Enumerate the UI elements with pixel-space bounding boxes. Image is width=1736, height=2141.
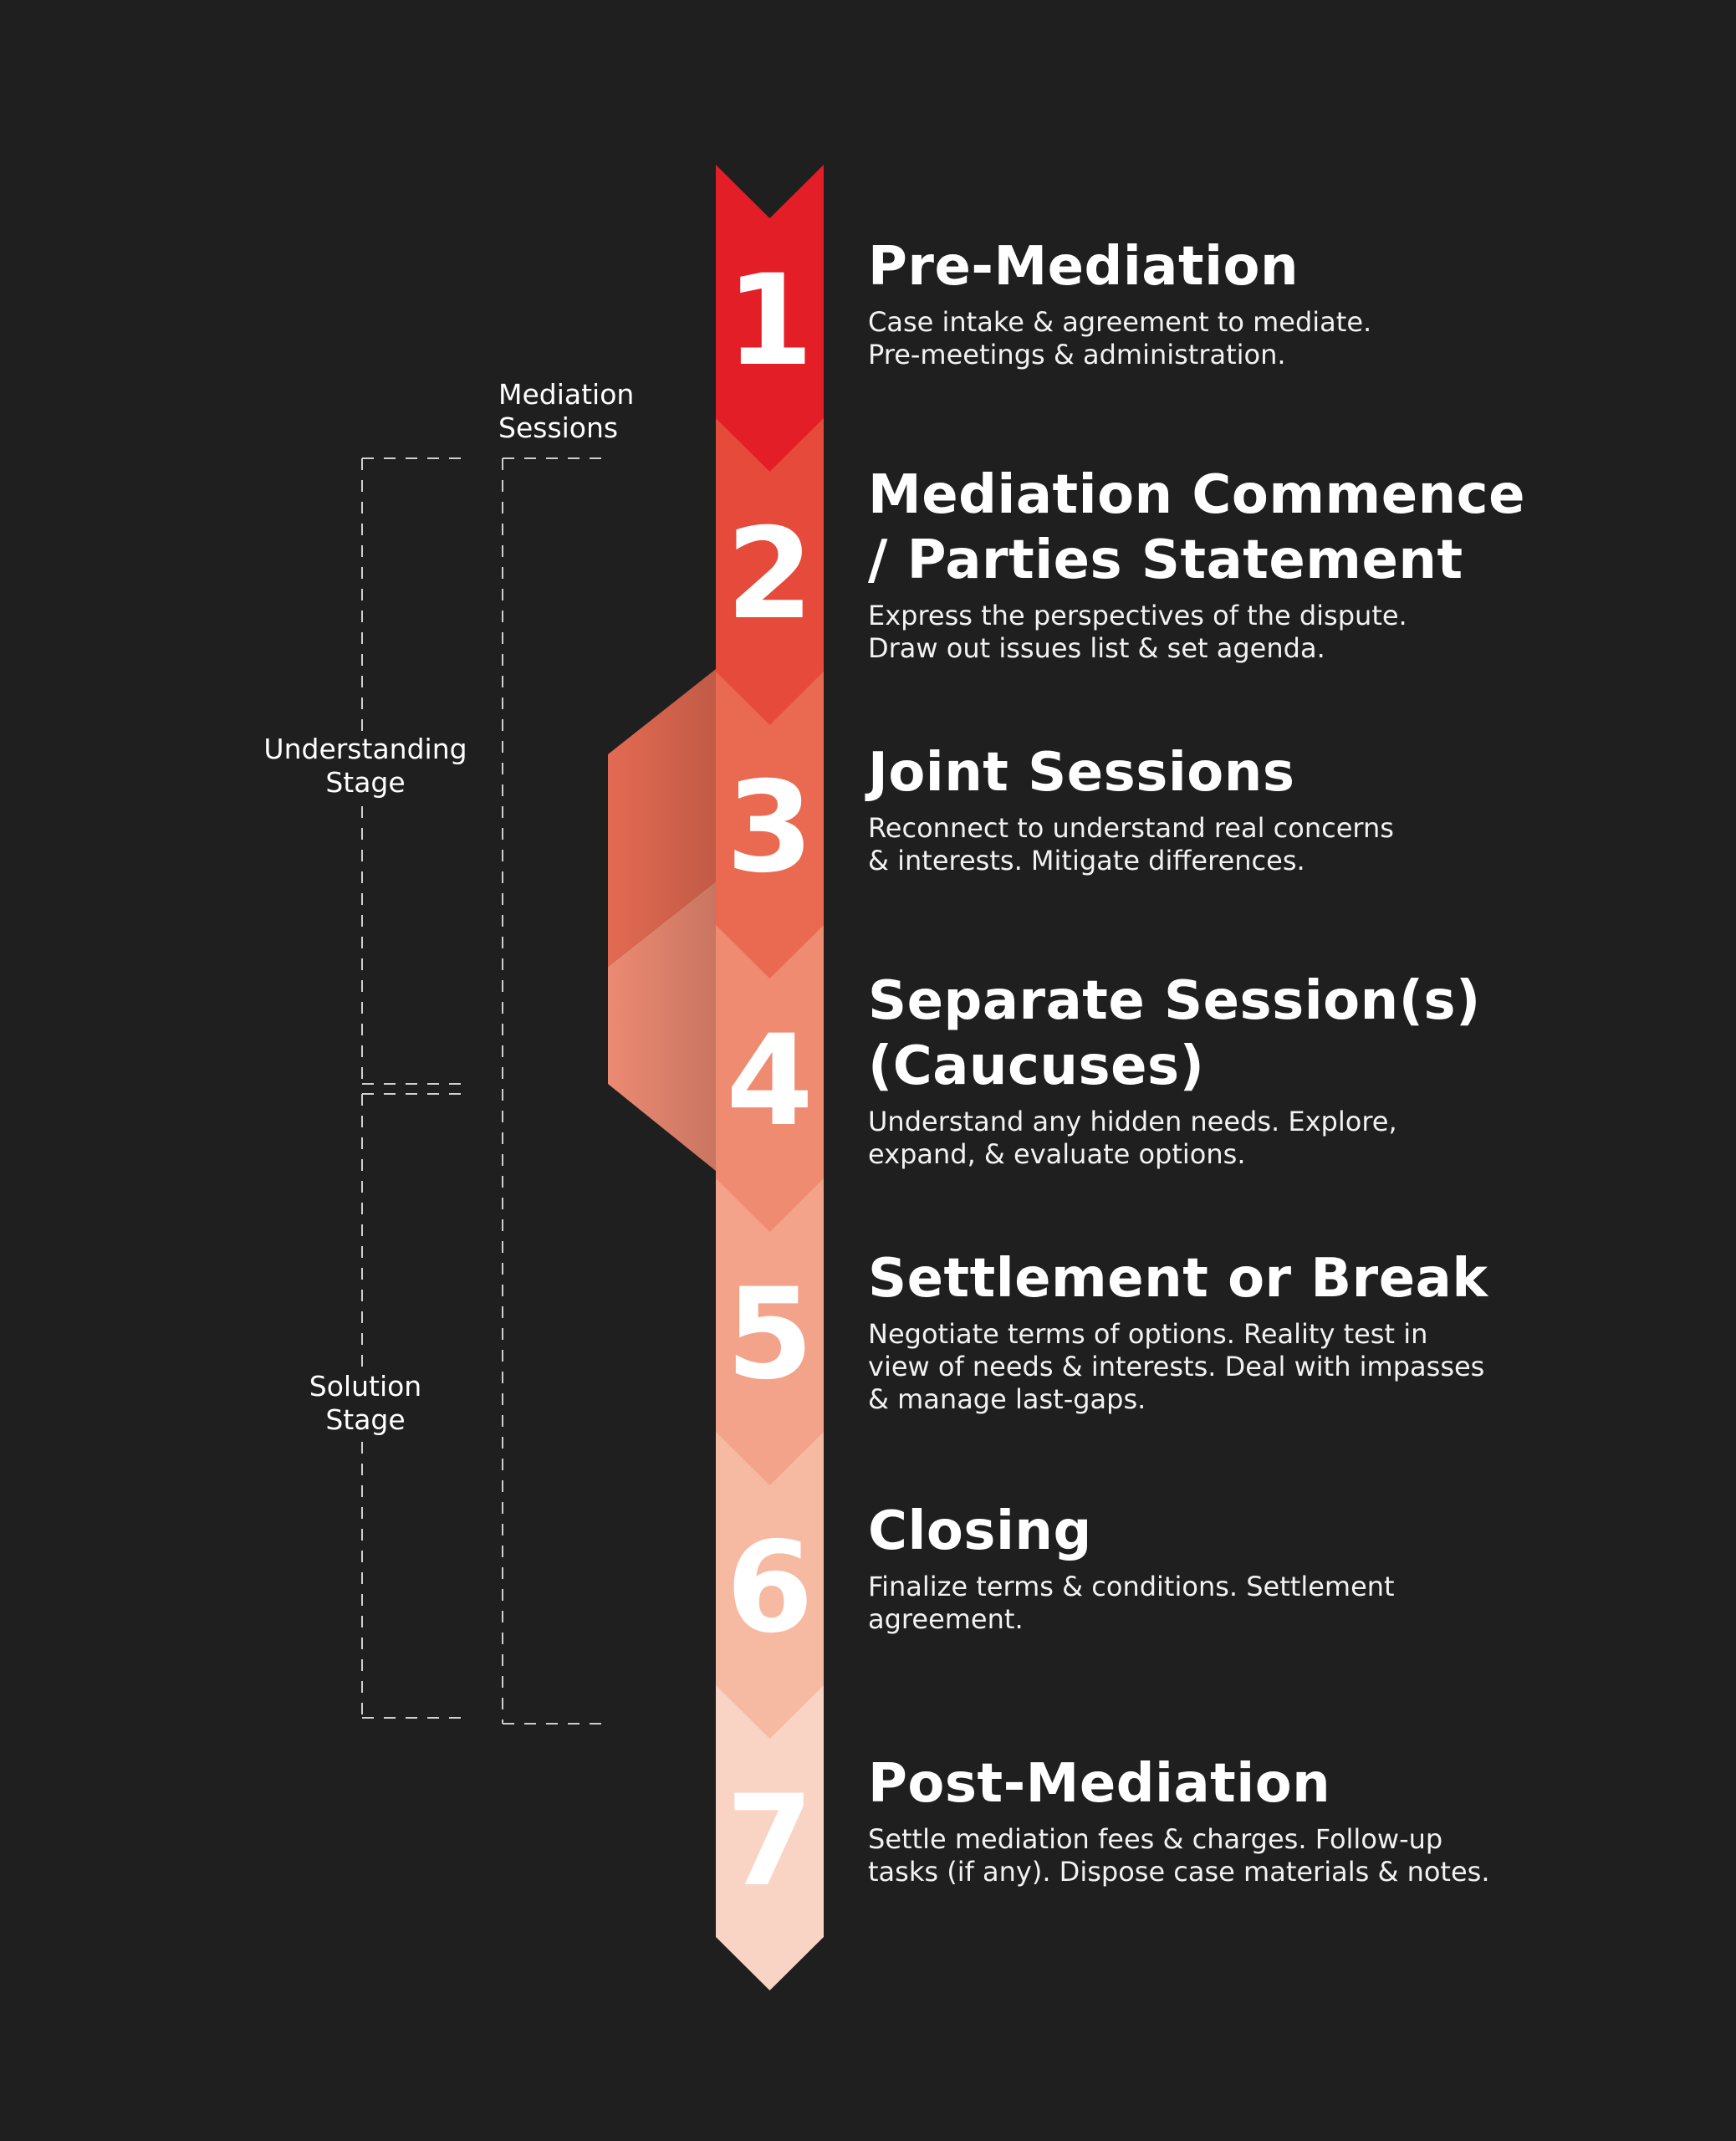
step-number-4: 4 bbox=[726, 1009, 813, 1154]
arrow-segment-1 bbox=[716, 165, 824, 472]
step-1-title: Pre-Mediation bbox=[868, 236, 1299, 298]
step-5-title: Settlement or Break bbox=[868, 1248, 1488, 1310]
step-numbers: 1 2 3 4 5 6 7 bbox=[726, 248, 813, 1914]
step-number-5: 5 bbox=[726, 1262, 813, 1408]
step-5-description: Negotiate terms of options. Reality test… bbox=[868, 1318, 1485, 1415]
arrow-segment-6 bbox=[716, 1432, 824, 1739]
arrow-segment-2 bbox=[716, 418, 824, 725]
step-6-title: Closing bbox=[868, 1500, 1092, 1562]
step-3-text: Joint Sessions Reconnect to understand r… bbox=[868, 740, 1704, 877]
caucus-band-shade bbox=[608, 669, 716, 1171]
understanding-stage-label: Understanding Stage bbox=[256, 733, 475, 800]
step-number-7: 7 bbox=[726, 1769, 813, 1914]
step-2-text: Mediation Commence / Parties Statement E… bbox=[868, 462, 1704, 665]
process-arrow bbox=[716, 165, 824, 1990]
step-4-description: Understand any hidden needs. Explore, ex… bbox=[868, 1106, 1397, 1170]
step-3-title: Joint Sessions bbox=[868, 742, 1295, 804]
step-4-text: Separate Session(s) (Caucuses) Understan… bbox=[868, 968, 1704, 1171]
step-1-text: Pre-Mediation Case intake & agreement to… bbox=[868, 234, 1704, 371]
mediation-sessions-label: Mediation Sessions bbox=[498, 378, 635, 444]
step-1-description: Case intake & agreement to mediate. Pre-… bbox=[868, 306, 1372, 370]
step-number-1: 1 bbox=[726, 248, 813, 394]
arrow-segment-7 bbox=[716, 1685, 824, 1990]
arrow-segment-4 bbox=[716, 925, 824, 1232]
solution-stage-label: Solution Stage bbox=[289, 1370, 442, 1437]
step-6-text: Closing Finalize terms & conditions. Set… bbox=[868, 1499, 1704, 1636]
step-number-3: 3 bbox=[726, 755, 813, 901]
stage-brackets bbox=[361, 457, 610, 1725]
step-3-description: Reconnect to understand real concerns & … bbox=[868, 812, 1394, 876]
step-7-description: Settle mediation fees & charges. Follow-… bbox=[868, 1823, 1490, 1888]
arrow-segment-5 bbox=[716, 1178, 824, 1485]
step-4-title: Separate Session(s) (Caucuses) bbox=[868, 970, 1481, 1097]
step-2-title: Mediation Commence / Parties Statement bbox=[868, 464, 1525, 591]
step-6-description: Finalize terms & conditions. Settlement … bbox=[868, 1571, 1395, 1635]
step-number-6: 6 bbox=[726, 1515, 813, 1661]
caucus-side-band bbox=[608, 669, 716, 1171]
step-7-text: Post-Mediation Settle mediation fees & c… bbox=[868, 1751, 1704, 1888]
arrow-segment-3 bbox=[716, 672, 824, 979]
step-5-text: Settlement or Break Negotiate terms of o… bbox=[868, 1246, 1704, 1416]
step-number-2: 2 bbox=[726, 502, 813, 647]
step-7-title: Post-Mediation bbox=[868, 1753, 1331, 1815]
step-2-description: Express the perspectives of the dispute.… bbox=[868, 600, 1407, 664]
